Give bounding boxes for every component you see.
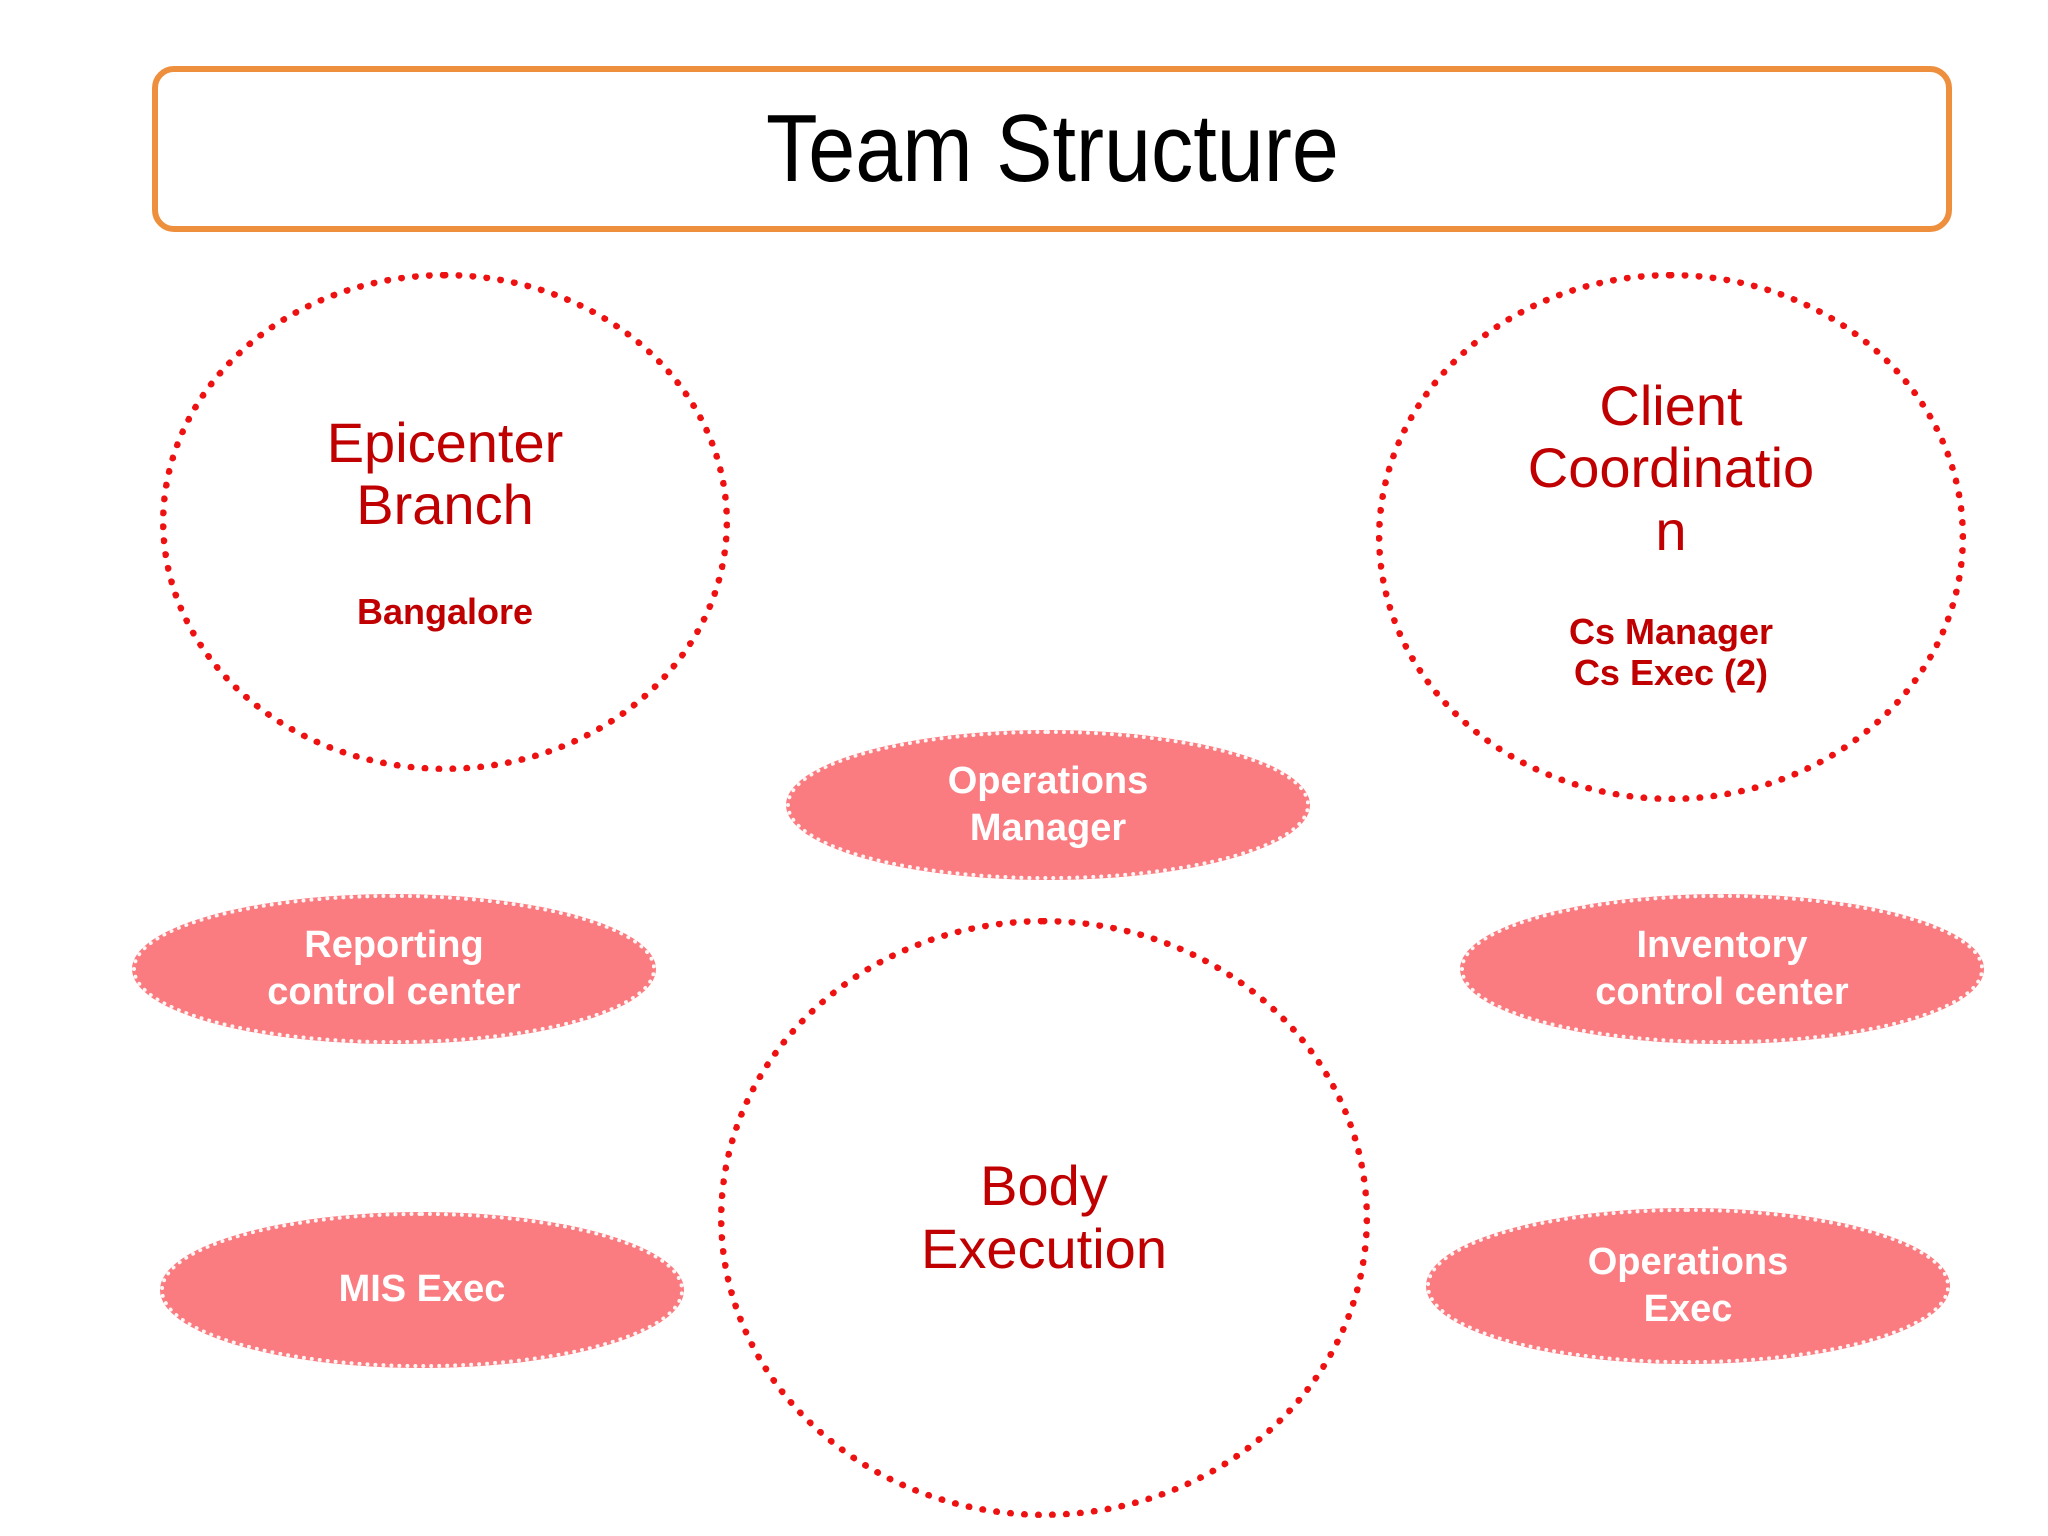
ellipse-operations-exec[interactable]: Operations Exec [1426,1208,1950,1364]
page-title: Team Structure [765,95,1339,202]
ellipse-reporting-line2: control center [267,971,521,1013]
ellipse-reporting-control-center-label: Reporting control center [239,922,548,1017]
circle-epicenter-title-line2: Branch [356,473,534,537]
ellipse-inventory-control-center[interactable]: Inventory control center [1460,894,1984,1044]
circle-client-title-line1: Client [1599,373,1743,437]
ellipse-operations-exec-label: Operations Exec [1560,1239,1817,1334]
ellipse-operations-manager-line2: Manager [969,807,1127,849]
circle-body-title: Body Execution [834,1154,1254,1280]
circle-client-sub-line2: Cs Exec (2) [1573,652,1769,694]
circle-client-title: Client Coordinatio n [1501,373,1841,563]
circle-epicenter-subtitle: Bangalore [357,591,533,632]
circle-body-title-line1: Body [980,1154,1108,1218]
circle-body-execution[interactable]: Body Execution [718,918,1370,1518]
circle-epicenter-title-line1: Epicenter [326,410,564,474]
circle-client-title-line2: Coordinatio [1527,436,1815,500]
ellipse-mis-exec-label: MIS Exec [311,1266,534,1314]
circle-epicenter-sub-line1: Bangalore [356,591,534,633]
ellipse-operations-exec-line2: Exec [1643,1288,1733,1330]
ellipse-mis-exec[interactable]: MIS Exec [160,1212,684,1368]
circle-client-coordination[interactable]: Client Coordinatio n Cs Manager Cs Exec … [1376,272,1966,802]
ellipse-operations-manager-line1: Operations [947,759,1149,802]
ellipse-inventory-line2: control center [1595,971,1849,1013]
ellipse-operations-manager-label: Operations Manager [920,758,1177,853]
circle-epicenter-branch[interactable]: Epicenter Branch Bangalore [160,272,730,772]
circle-body-title-line2: Execution [921,1217,1167,1280]
ellipse-inventory-control-center-label: Inventory control center [1567,922,1876,1017]
ellipse-inventory-line1: Inventory [1636,923,1808,966]
ellipse-reporting-control-center[interactable]: Reporting control center [132,894,656,1044]
circle-client-title-line3: n [1655,498,1687,562]
ellipse-operations-manager[interactable]: Operations Manager [786,730,1310,880]
circle-client-subtitle: Cs Manager Cs Exec (2) [1569,611,1773,694]
title-box: Team Structure [152,66,1952,232]
circle-epicenter-title: Epicenter Branch [280,410,610,537]
ellipse-mis-exec-line1: MIS Exec [338,1268,506,1311]
circle-client-sub-line1: Cs Manager [1568,610,1774,652]
ellipse-operations-exec-line1: Operations [1587,1240,1789,1283]
ellipse-reporting-line1: Reporting [304,923,484,966]
